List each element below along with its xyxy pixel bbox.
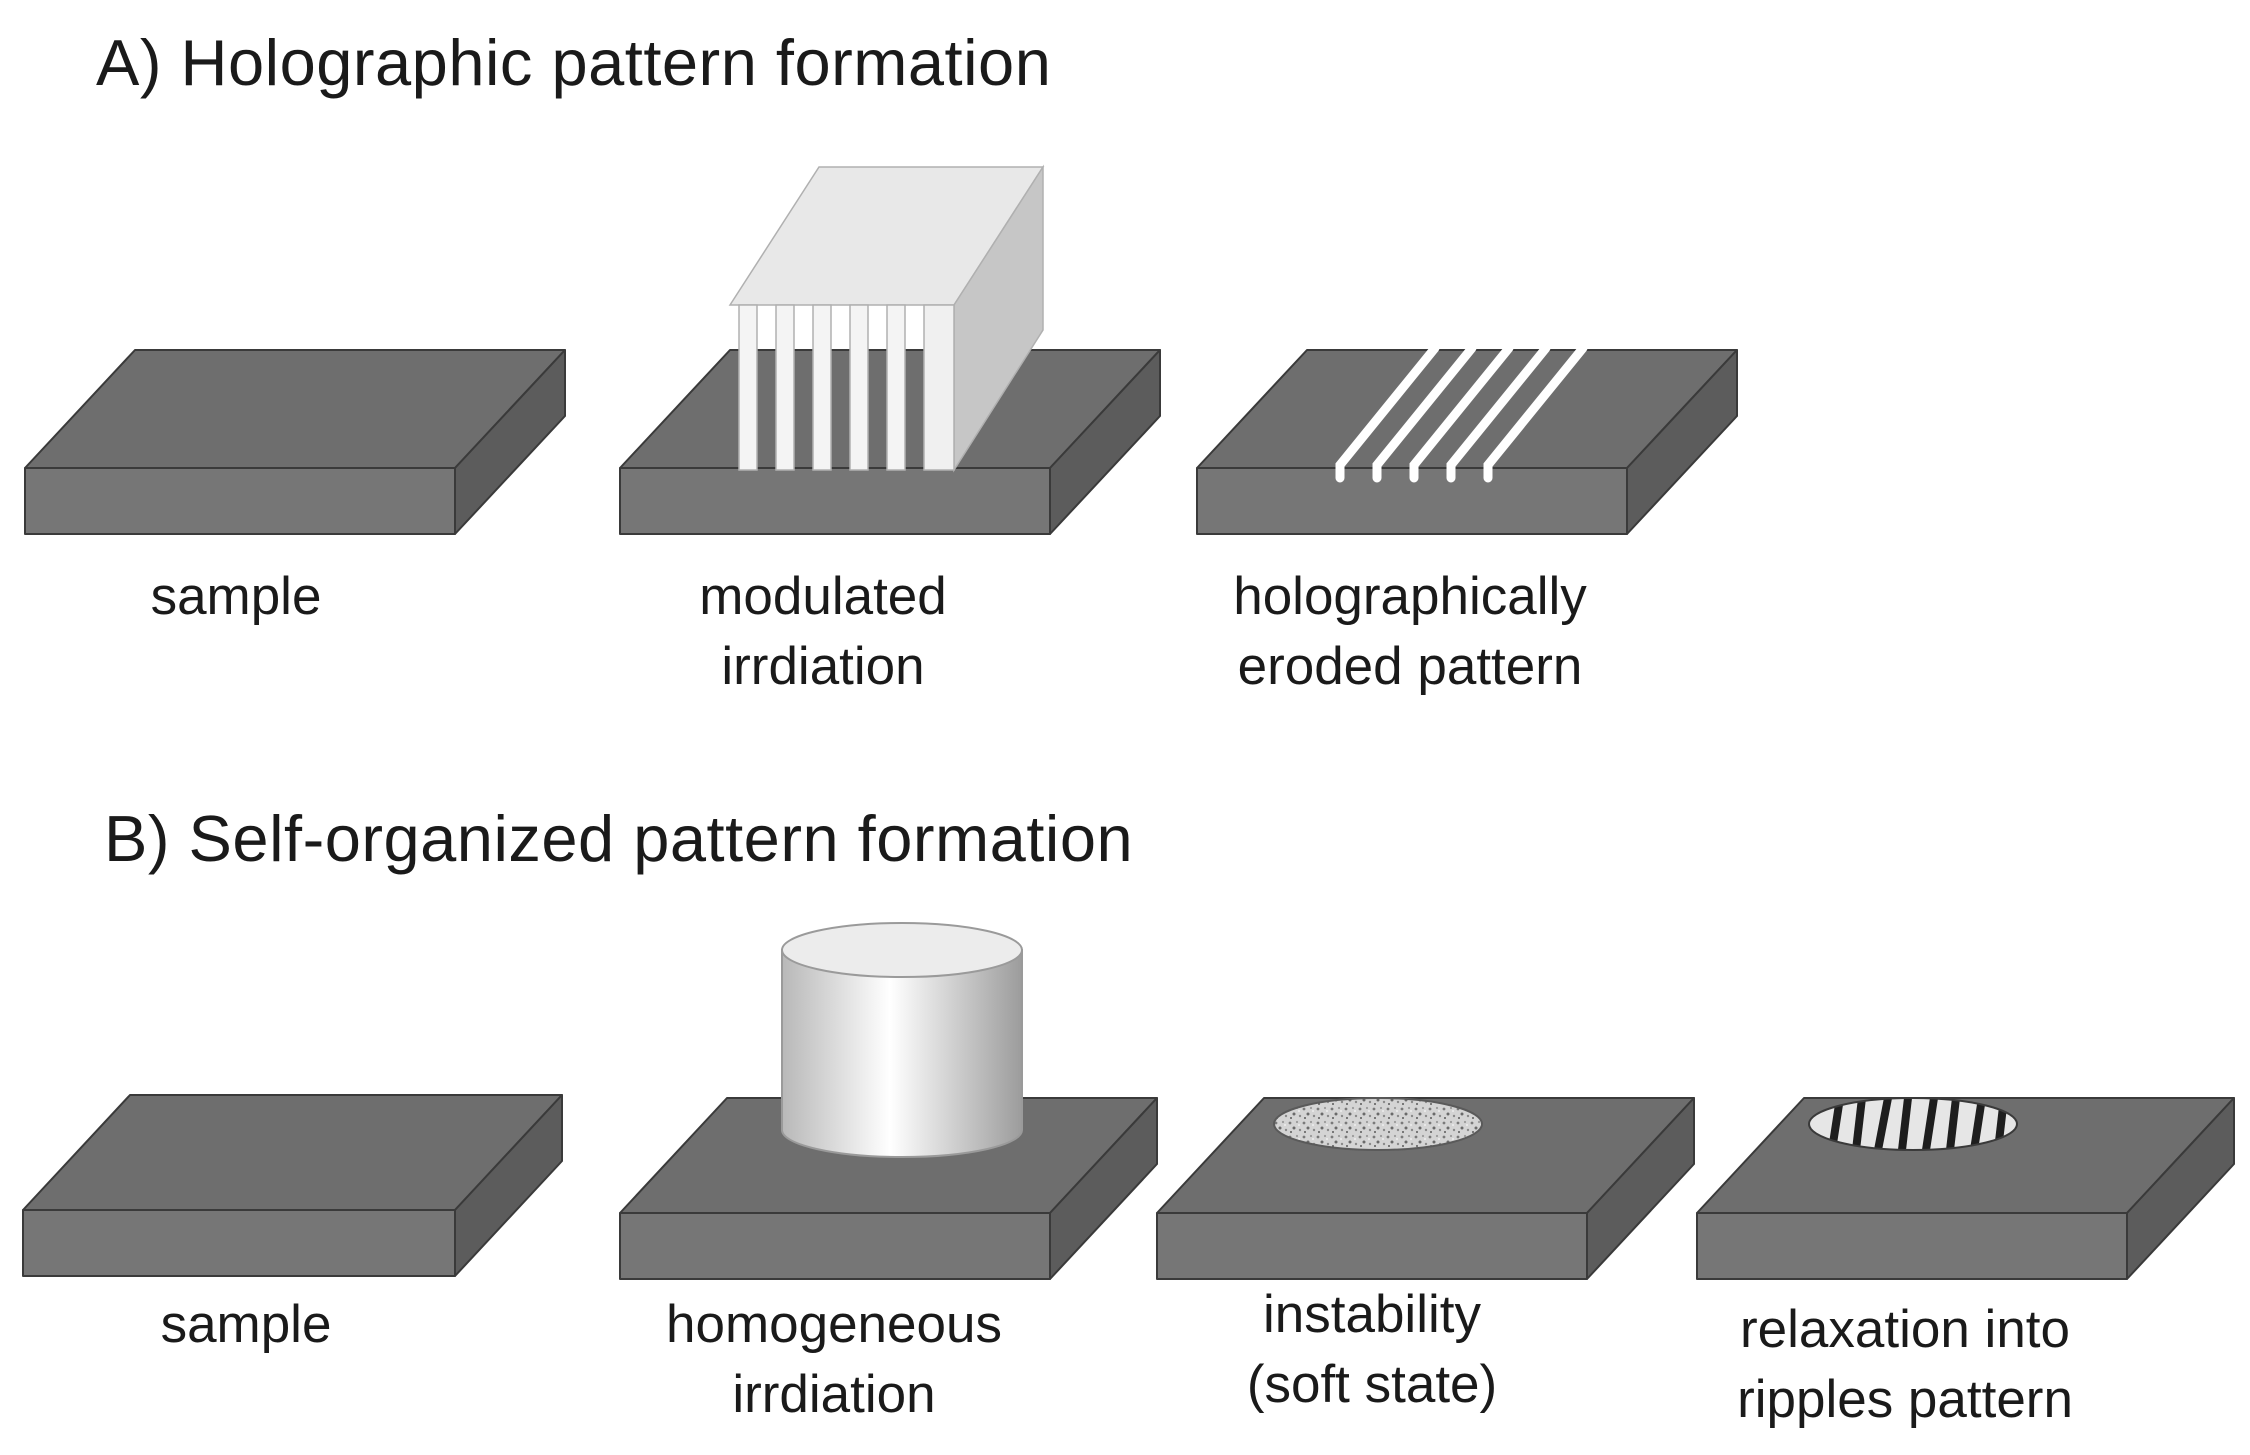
caption-line: modulated [699, 567, 947, 626]
instability-spot [1273, 1097, 1483, 1151]
caption-line: sample [150, 567, 322, 626]
caption-a-sample: sample [151, 562, 322, 632]
caption-a-eroded: holographically eroded pattern [1233, 562, 1587, 702]
caption-line: instability [1263, 1285, 1481, 1344]
caption-b-relaxation: relaxation into ripples pattern [1737, 1295, 2073, 1435]
caption-line: irrdiation [721, 637, 925, 696]
modulated-beam-sheets [728, 164, 1045, 473]
caption-a-modulated: modulated irrdiation [699, 562, 947, 702]
caption-line: sample [160, 1295, 332, 1354]
caption-b-homogeneous: homogeneous irrdiation [666, 1290, 1002, 1430]
caption-b-sample: sample [161, 1290, 332, 1360]
caption-line: ripples pattern [1737, 1370, 2073, 1429]
section-b-heading: B) Self-organized pattern formation [104, 802, 1134, 875]
caption-line: eroded pattern [1237, 637, 1583, 696]
sample-slab-a3 [1196, 349, 1738, 535]
caption-b-instability: instability (soft state) [1247, 1280, 1497, 1420]
caption-line: irrdiation [732, 1365, 936, 1424]
caption-line: relaxation into [1740, 1300, 2070, 1359]
sample-slab-a1 [24, 349, 566, 535]
eroded-grooves [1335, 343, 1588, 483]
homogeneous-beam-cylinder [781, 922, 1023, 1158]
section-a-heading: A) Holographic pattern formation [96, 26, 1052, 99]
caption-line: homogeneous [666, 1295, 1002, 1354]
caption-line: (soft state) [1246, 1355, 1498, 1414]
caption-line: holographically [1233, 567, 1587, 626]
sample-slab-b1 [22, 1094, 563, 1277]
ripples-spot [1808, 1097, 2018, 1151]
